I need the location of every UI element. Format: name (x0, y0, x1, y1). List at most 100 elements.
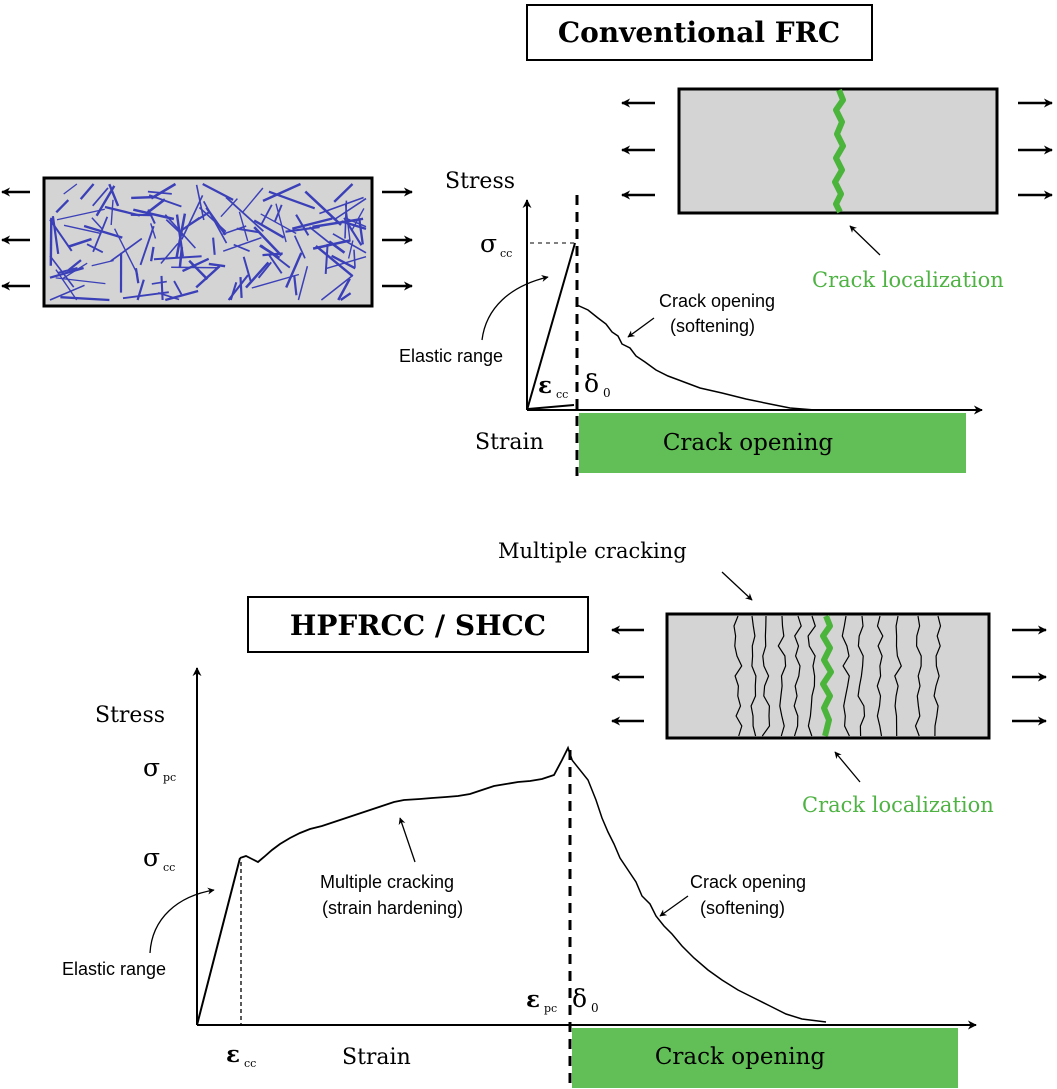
sigma-cc-label: σ cc (480, 229, 512, 260)
fine-crack (777, 615, 787, 737)
fine-crack (793, 615, 802, 737)
fiber (324, 243, 329, 274)
epsilon-pc-label: ε pc (526, 986, 557, 1015)
crack-opening-bar-label: Crack opening (663, 430, 834, 456)
fiber (253, 219, 285, 239)
fiber (151, 280, 167, 285)
fiber (63, 183, 78, 195)
fiber (222, 236, 262, 252)
fiber (195, 265, 221, 289)
fiber (150, 182, 177, 200)
fine-crack (894, 615, 902, 737)
fiber (91, 217, 103, 230)
crack-opening-label: Crack opening (690, 872, 806, 892)
fiber (333, 183, 354, 203)
fiber (295, 214, 310, 236)
strain-hardening-label: (strain hardening) (322, 898, 463, 918)
elastic-range-label: Elastic range (399, 346, 503, 366)
fine-crack (857, 615, 866, 737)
fiber (51, 215, 60, 255)
fiber (229, 281, 238, 301)
fine-crack (733, 615, 743, 737)
title-conventional-frc: Conventional FRC (526, 4, 873, 61)
crack-localization-label: Crack localization (812, 268, 1004, 292)
fiber (304, 190, 342, 226)
fiber (293, 235, 306, 259)
fine-crack (933, 615, 942, 737)
svg-text:pc: pc (163, 771, 176, 784)
fiber (67, 259, 82, 271)
svg-text:HPFRCC / SHCC: HPFRCC / SHCC (290, 609, 546, 642)
fiber (350, 208, 365, 232)
fiber (61, 262, 88, 280)
sigma-pc-label: σ pc (143, 753, 176, 784)
svg-text:ε: ε (538, 372, 552, 399)
delta-0-label: δ 0 (584, 369, 611, 400)
fiber (55, 199, 70, 214)
fiber (55, 269, 78, 301)
strain-axis-label: Strain (342, 1045, 411, 1070)
fiber (182, 257, 210, 273)
top-stress-strain-chart: Stress Strain Crack opening σ cc ε cc δ … (399, 169, 983, 476)
fiber-specimen (1, 176, 413, 308)
strain-axis-label: Strain (475, 430, 544, 455)
fiber (147, 209, 156, 225)
stress-axis-label: Stress (95, 703, 165, 728)
fiber (251, 273, 300, 289)
epsilon-cc-label: ε cc (538, 372, 568, 401)
fiber (113, 228, 139, 276)
fiber (63, 224, 102, 235)
svg-text:cc: cc (244, 1057, 256, 1070)
fiber (202, 183, 234, 201)
tension-arrows-left (1, 187, 30, 291)
svg-text:Conventional FRC: Conventional FRC (558, 16, 840, 49)
localized-crack (820, 614, 834, 737)
softening-curve (576, 304, 816, 411)
fiber (312, 217, 364, 229)
softening-label: (softening) (700, 898, 785, 918)
fiber (297, 266, 309, 301)
fiber (343, 217, 363, 246)
fiber (60, 296, 110, 302)
fiber (262, 252, 283, 257)
fiber (328, 240, 346, 254)
fiber (110, 199, 114, 226)
fiber (92, 187, 109, 207)
fiber (292, 217, 333, 230)
svg-text:cc: cc (163, 861, 175, 874)
epsilon-cc-label: ε cc (226, 1041, 256, 1070)
fiber (245, 261, 270, 289)
fiber (275, 203, 287, 243)
crack-opening-label: Crack opening (659, 291, 775, 311)
crack-opening-bar (572, 1028, 958, 1088)
fiber (181, 195, 204, 240)
fiber (319, 196, 364, 215)
fiber-pattern (49, 182, 367, 302)
fiber (293, 275, 298, 296)
title-hpfrcc-shcc: HPFRCC / SHCC (247, 596, 589, 653)
fiber (233, 243, 250, 252)
fiber (268, 254, 283, 274)
fiber (260, 244, 291, 269)
localized-crack (832, 88, 846, 214)
bottom-stress-strain-chart: Stress Strain Crack opening σ pc σ cc ε … (62, 667, 977, 1089)
fiber (222, 225, 247, 235)
fiber (315, 244, 354, 278)
fiber (160, 275, 164, 301)
fiber (79, 183, 95, 200)
fiber (91, 259, 114, 267)
fiber (150, 223, 157, 239)
fiber (239, 277, 243, 298)
fiber (238, 211, 249, 242)
fiber (285, 226, 320, 233)
fiber (56, 208, 105, 221)
fine-crack (841, 615, 850, 737)
fiber (108, 183, 120, 207)
fine-crack (750, 615, 757, 737)
fiber (257, 261, 272, 279)
fiber (57, 266, 78, 274)
fiber (268, 190, 316, 210)
fiber (220, 198, 238, 218)
fiber (49, 219, 73, 252)
